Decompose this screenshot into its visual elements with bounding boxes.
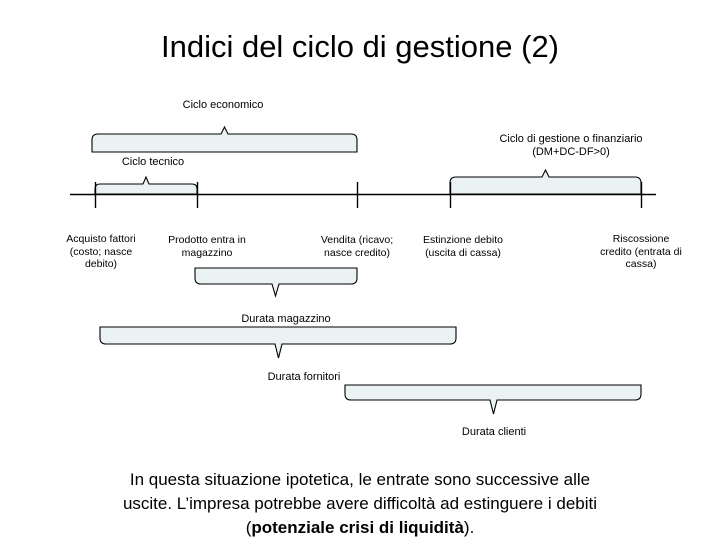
conclusion-text: In questa situazione ipotetica, le entra… — [56, 468, 664, 540]
bracket-ciclo-tecnico — [94, 175, 198, 195]
conclusion-line3-prefix: ( — [245, 518, 252, 537]
bracket-durata-magazzino — [194, 267, 358, 298]
label-event-riscossione-line3: cassa) — [625, 258, 657, 270]
label-event-estinzione-line1: Estinzione debito — [423, 234, 503, 246]
label-ciclo-gestione: Ciclo di gestione o finanziario (DM+DC-D… — [450, 133, 692, 159]
label-ciclo-gestione-line1: Ciclo di gestione o finanziario — [499, 133, 643, 145]
conclusion-line1: In questa situazione ipotetica, le entra… — [129, 470, 591, 489]
conclusion-line2: uscite. L’impresa potrebbe avere diffico… — [122, 494, 598, 513]
label-event-riscossione: Riscossione credito (entrata di cassa) — [578, 233, 704, 271]
label-ciclo-economico: Ciclo economico — [182, 99, 264, 111]
label-event-prodotto-line1: Prodotto entra in — [168, 234, 246, 246]
label-event-acquisto-line3: debito) — [84, 258, 118, 270]
conclusion-line3-bold: potenziale crisi di liquidità — [251, 518, 464, 537]
label-event-riscossione-line2: credito (entrata di — [600, 245, 682, 258]
label-event-acquisto-line2: (costo; nasce — [69, 245, 133, 258]
label-ciclo-gestione-line2: (DM+DC-DF>0) — [532, 146, 610, 158]
conclusion-line3-suffix: ). — [463, 518, 475, 537]
label-durata-magazzino: Durata magazzino — [241, 313, 331, 325]
timeline-axis — [70, 182, 656, 208]
label-event-estinzione-line2: (uscita di cassa) — [425, 246, 501, 259]
label-event-acquisto: Acquisto fattori (costo; nasce debito) — [44, 233, 158, 271]
label-event-prodotto: Prodotto entra in magazzino — [148, 234, 266, 259]
bracket-durata-clienti — [344, 384, 642, 415]
label-event-estinzione: Estinzione debito (uscita di cassa) — [408, 234, 518, 259]
label-durata-clienti: Durata clienti — [461, 426, 527, 438]
label-event-vendita-line1: Vendita (ricavo; — [320, 234, 394, 246]
label-event-vendita-line2: nasce credito) — [324, 246, 390, 259]
label-event-prodotto-line2: magazzino — [181, 246, 233, 259]
label-event-riscossione-line1: Riscossione — [612, 233, 670, 245]
bracket-ciclo-economico — [91, 125, 358, 153]
label-event-acquisto-line1: Acquisto fattori — [66, 233, 136, 245]
label-durata-fornitori: Durata fornitori — [267, 371, 341, 383]
bracket-durata-fornitori — [99, 326, 457, 359]
label-event-vendita: Vendita (ricavo; nasce credito) — [302, 234, 412, 259]
label-ciclo-tecnico: Ciclo tecnico — [121, 156, 185, 168]
page-title: Indici del ciclo di gestione (2) — [160, 29, 560, 64]
bracket-ciclo-gestione — [449, 168, 642, 195]
